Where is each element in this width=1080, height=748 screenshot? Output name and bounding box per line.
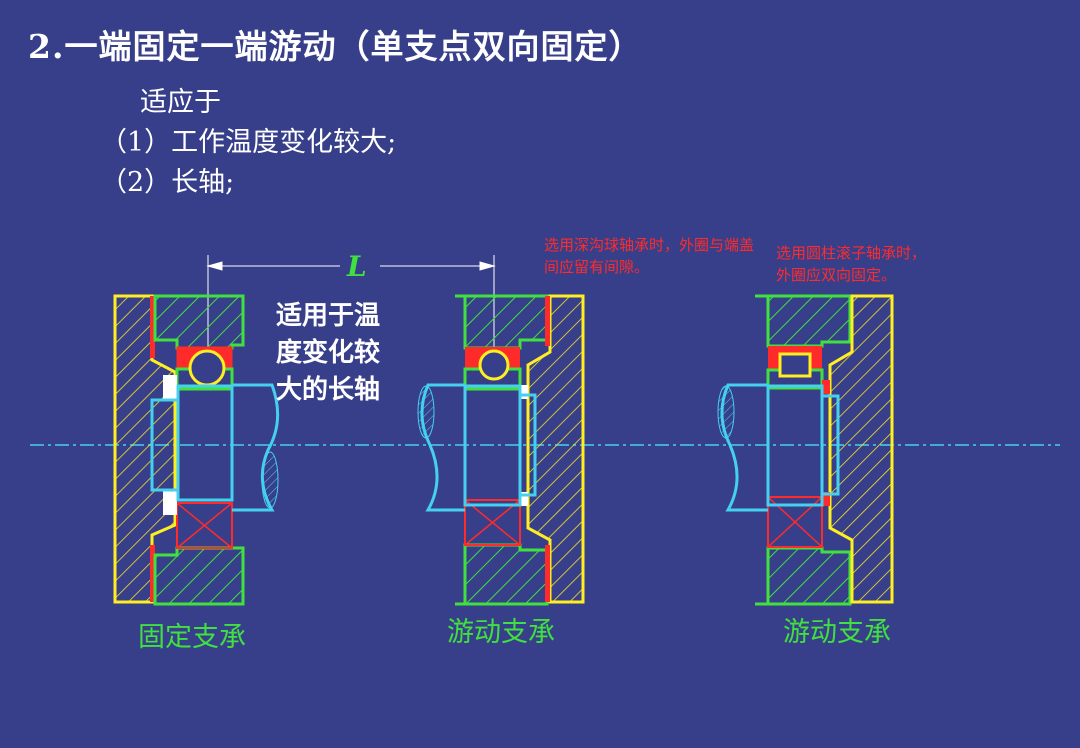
center-line-2: 度变化较 <box>276 338 381 368</box>
dimension-label: L <box>347 250 367 283</box>
fixed-support <box>113 294 280 606</box>
center-line-3: 大的长轴 <box>276 375 381 405</box>
floating-support-roller <box>717 294 894 606</box>
caption-floating-2: 游动支承 <box>783 617 891 648</box>
condition-1: （1）工作温度变化较大; <box>100 127 397 158</box>
center-annotation: 适用于温 度变化较 大的长轴 <box>276 298 380 409</box>
condition-2: （2）长轴; <box>100 167 235 198</box>
center-line-1: 适用于温 <box>276 301 381 331</box>
slide-title: 2.一端固定一端游动（单支点双向固定） <box>28 27 643 66</box>
note-deep-groove: 选用深沟球轴承时，外圈与端盖间应留有间隙。 <box>544 236 755 276</box>
floating-support-ball <box>417 294 585 606</box>
caption-floating-1: 游动支承 <box>447 617 555 648</box>
applies-to-label: 适应于 <box>140 87 221 118</box>
caption-fixed: 固定支承 <box>138 622 246 653</box>
note-cylindrical: 选用圆柱滚子轴承时，外圈应双向固定。 <box>776 244 927 284</box>
